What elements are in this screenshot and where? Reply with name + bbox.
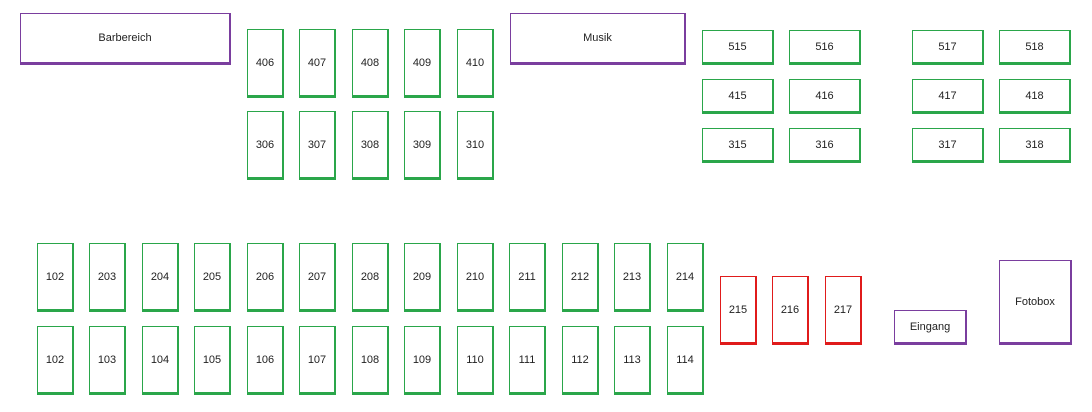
table-307: 307 [299,111,336,180]
table-row1-4: 105 [194,326,231,395]
table-row2-2: 203 [89,243,126,312]
table-row1-5: 106 [247,326,284,395]
table-row1-11: 112 [562,326,599,395]
table-215: 215 [720,276,757,345]
barbereich-area: Barbereich [20,13,231,65]
table-row2-9: 210 [457,243,494,312]
table-318: 318 [999,128,1071,163]
table-217: 217 [825,276,862,345]
table-417: 417 [912,79,984,114]
table-row2-12: 213 [614,243,651,312]
table-row2-3: 204 [142,243,179,312]
table-row1-1: 102 [37,326,74,395]
table-row1-3: 104 [142,326,179,395]
table-row2-8: 209 [404,243,441,312]
table-406: 406 [247,29,284,98]
table-310: 310 [457,111,494,180]
table-408: 408 [352,29,389,98]
table-row2-11: 212 [562,243,599,312]
table-row1-8: 109 [404,326,441,395]
table-row1-12: 113 [614,326,651,395]
table-216: 216 [772,276,809,345]
table-407: 407 [299,29,336,98]
table-409: 409 [404,29,441,98]
musik-area: Musik [510,13,686,65]
table-418: 418 [999,79,1071,114]
table-515: 515 [702,30,774,65]
table-row1-10: 111 [509,326,546,395]
fotobox-area: Fotobox [999,260,1072,345]
table-410: 410 [457,29,494,98]
table-517: 517 [912,30,984,65]
eingang-area: Eingang [894,310,967,345]
table-row2-13: 214 [667,243,704,312]
table-row2-5: 206 [247,243,284,312]
table-row2-4: 205 [194,243,231,312]
table-row1-13: 114 [667,326,704,395]
table-315: 315 [702,128,774,163]
table-316: 316 [789,128,861,163]
table-415: 415 [702,79,774,114]
table-row2-1: 102 [37,243,74,312]
table-row1-9: 110 [457,326,494,395]
table-row2-7: 208 [352,243,389,312]
table-317: 317 [912,128,984,163]
table-516: 516 [789,30,861,65]
table-row2-6: 207 [299,243,336,312]
table-416: 416 [789,79,861,114]
table-row1-7: 108 [352,326,389,395]
table-row2-10: 211 [509,243,546,312]
table-306: 306 [247,111,284,180]
table-row1-6: 107 [299,326,336,395]
table-309: 309 [404,111,441,180]
table-308: 308 [352,111,389,180]
table-518: 518 [999,30,1071,65]
table-row1-2: 103 [89,326,126,395]
